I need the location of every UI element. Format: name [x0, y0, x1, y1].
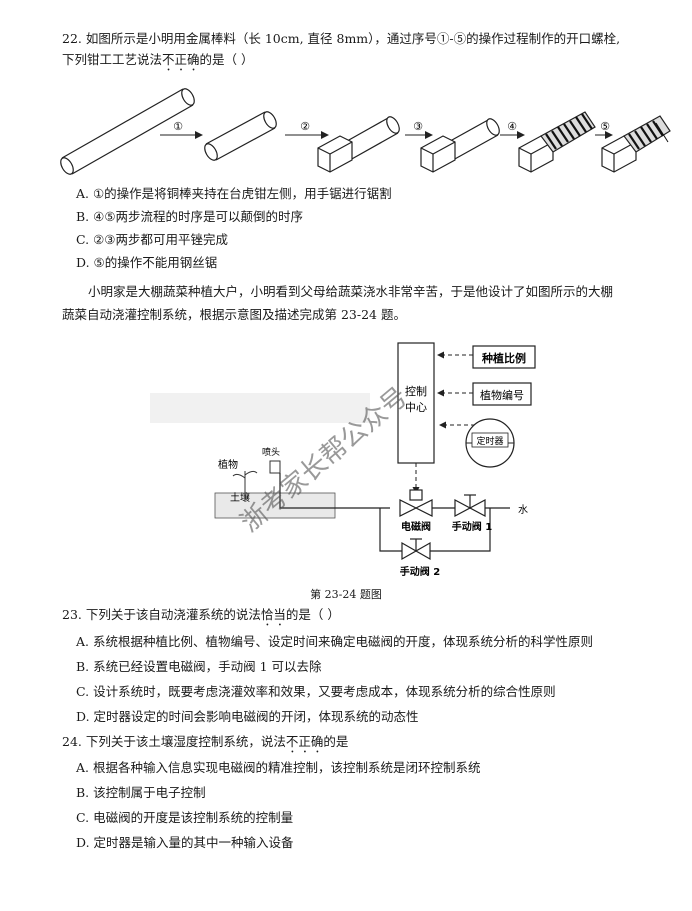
- intro-line1: 小明家是大棚蔬菜种植大户，小明看到父母给蔬菜浇水非常辛苦，于是他设计了如图所示的…: [88, 284, 614, 299]
- figure-caption: 第 23-24 题图: [310, 588, 382, 601]
- control-center-label-2: 中心: [405, 401, 427, 414]
- q22-option-d: D. ⑤的操作不能用钢丝锯: [76, 255, 218, 270]
- manual-valve-2-icon: [401, 538, 431, 561]
- q23-stem-part2: 的是（ ）: [285, 607, 340, 622]
- plant-id-box: [472, 382, 532, 406]
- q24-option-b: B. 该控制属于电子控制: [76, 785, 206, 800]
- q22-stem-part1: 下列钳工工艺说法: [62, 52, 163, 67]
- q24-stem-part2: 的是: [323, 734, 349, 749]
- q22-stem-line1: 22. 如图所示是小明用金属棒料（长 10cm, 直径 8mm），通过序号①-⑤…: [62, 31, 621, 46]
- plant-label: 植物: [218, 458, 238, 471]
- manual-valve-2-label: 手动阀 2: [400, 565, 440, 578]
- water-label: 水: [518, 504, 528, 516]
- q24-stem-emphasis: 不正确: [285, 734, 324, 749]
- q22-option-a: A. ①的操作是将铜棒夹持在台虎钳左侧，用手锯进行锯割: [76, 186, 392, 201]
- q22-process-figure: ① ② ③ ④ ⑤: [60, 88, 671, 175]
- q23-stem-part1: 23. 下列关于该自动浇灌系统的说法: [62, 607, 261, 622]
- solenoid-valve-label: 电磁阀: [401, 520, 431, 533]
- q23-option-d: D. 定时器设定的时间会影响电磁阀的开闭，体现系统的动态性: [76, 709, 419, 724]
- q24-stem: 24. 下列关于该土壤湿度控制系统，说法不正确的是: [62, 733, 348, 756]
- q22-stem-line2: 下列钳工工艺说法不正确的是（ ）: [62, 51, 254, 74]
- q24-option-d: D. 定时器是输入量的其中一种输入设备: [76, 835, 294, 850]
- irrigation-diagram: 控制 中心 种植比例 植物编号 定时器 植物 喷头 土壤: [150, 342, 536, 578]
- q23-option-b: B. 系统已经设置电磁阀，手动阀 1 可以去除: [76, 659, 322, 674]
- q24-stem-part1: 24. 下列关于该土壤湿度控制系统，说法: [62, 734, 286, 749]
- step-label-2: ②: [300, 120, 310, 133]
- control-center-label-1: 控制: [405, 384, 427, 398]
- q24-option-a: A. 根据各种输入信息实现电磁阀的精准控制，该控制系统是闭环控制系统: [76, 760, 481, 775]
- rod-after-step4: [518, 111, 596, 173]
- q23-stem-emphasis: 恰当: [260, 607, 286, 622]
- planting-ratio-label: 种植比例: [481, 351, 526, 365]
- rod-after-step1: [204, 111, 277, 161]
- q23-stem: 23. 下列关于该自动浇灌系统的说法恰当的是（ ）: [62, 606, 340, 629]
- q22-option-b: B. ④⑤两步流程的时序是可以颠倒的时序: [76, 209, 304, 224]
- plant-icon: [232, 470, 258, 493]
- manual-valve-1-label: 手动阀 1: [452, 520, 492, 533]
- plant-id-label: 植物编号: [480, 388, 524, 402]
- q22-option-c: C. ②③两步都可用平锉完成: [76, 232, 228, 247]
- rod-after-step5: [601, 115, 671, 173]
- sprinkler-label: 喷头: [262, 447, 280, 458]
- step-label-3: ③: [413, 120, 423, 133]
- q22-stem-part2: 的是（ ）: [199, 52, 254, 67]
- rod-after-step2: [317, 116, 400, 173]
- timer-label: 定时器: [476, 435, 503, 447]
- q24-option-c: C. 电磁阀的开度是该控制系统的控制量: [76, 810, 294, 825]
- sprinkler-icon: [269, 460, 281, 474]
- control-center-box: [397, 342, 435, 464]
- soil-bed: [214, 492, 336, 519]
- q22-stem-emphasis: 不正确: [162, 52, 200, 67]
- manual-valve-1-icon: [454, 494, 486, 517]
- raw-rod: [60, 88, 195, 175]
- q23-option-a: A. 系统根据种植比例、植物编号、设定时间来确定电磁阀的开度，体现系统分析的科学…: [76, 634, 593, 649]
- planting-ratio-box: [472, 345, 536, 369]
- rod-after-step3: [420, 118, 500, 173]
- solenoid-valve-icon: [399, 489, 433, 517]
- step-label-1: ①: [173, 120, 183, 133]
- q23-option-c: C. 设计系统时，既要考虑浇灌效率和效果，又要考虑成本，体现系统分析的综合性原则: [76, 684, 556, 699]
- soil-label: 土壤: [230, 491, 250, 504]
- intro-line2: 蔬菜自动浇灌控制系统，根据示意图及描述完成第 23-24 题。: [62, 307, 406, 322]
- step-label-5: ⑤: [600, 120, 610, 133]
- step-label-4: ④: [507, 120, 517, 133]
